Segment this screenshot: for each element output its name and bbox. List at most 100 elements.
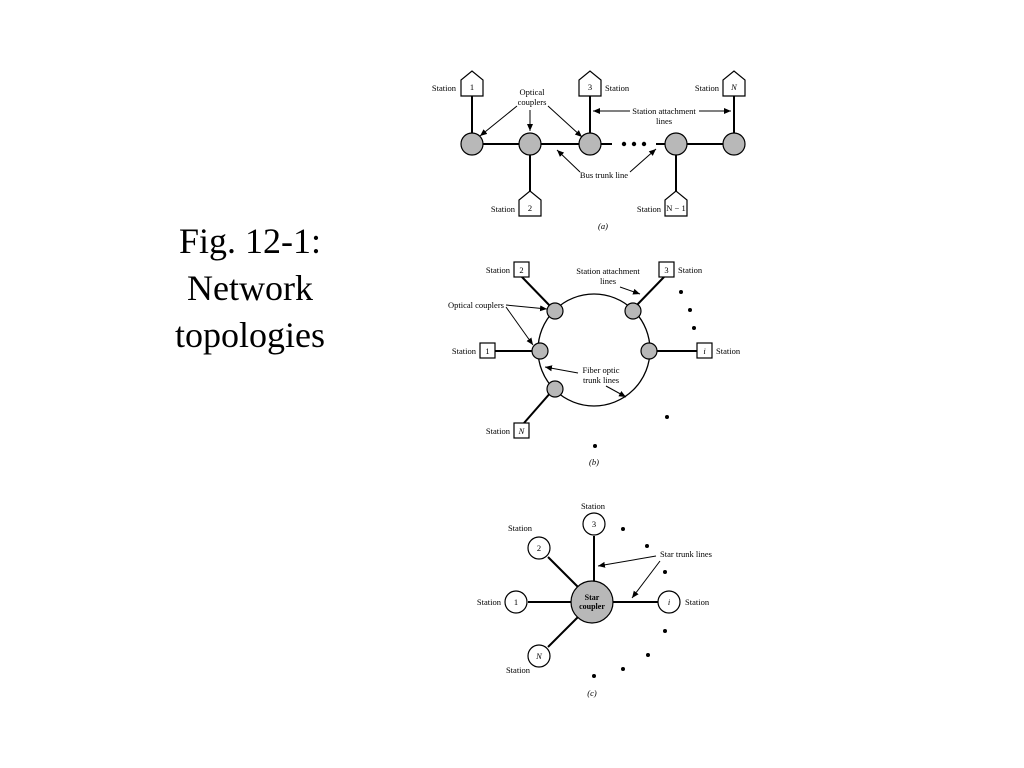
title-line-2: Network bbox=[187, 268, 313, 308]
ellipsis-dot bbox=[679, 290, 683, 294]
pointer-arrow bbox=[605, 385, 627, 398]
ellipsis-dot bbox=[646, 653, 650, 657]
ellipsis-dot bbox=[641, 141, 647, 147]
title-line-1: Fig. 12-1: bbox=[178, 221, 321, 261]
station-box bbox=[518, 190, 542, 217]
ellipsis-dot bbox=[663, 570, 667, 574]
star-coupler bbox=[570, 580, 614, 624]
station-number: N bbox=[518, 426, 526, 436]
station-box bbox=[479, 342, 496, 359]
station-number: 1 bbox=[485, 346, 489, 356]
station-label: Station bbox=[508, 523, 533, 533]
attachment-line bbox=[523, 390, 553, 424]
station-label: Station bbox=[506, 665, 531, 675]
station-label: Station bbox=[491, 204, 516, 214]
caption-b: (b) bbox=[589, 457, 599, 467]
optical-coupler bbox=[664, 132, 688, 156]
ellipsis-dot bbox=[621, 141, 627, 147]
ellipsis-dot bbox=[665, 415, 669, 419]
pointer-arrow bbox=[505, 306, 534, 346]
ellipsis-dot bbox=[645, 544, 649, 548]
station-number: i bbox=[703, 346, 706, 356]
title-line-3: topologies bbox=[175, 315, 325, 355]
station-box bbox=[513, 422, 530, 439]
station-number: 1 bbox=[470, 82, 474, 92]
station-box bbox=[722, 70, 746, 97]
optical-couplers-label: Optical couplers bbox=[448, 300, 504, 310]
ellipsis-dot bbox=[593, 444, 597, 448]
optical-coupler bbox=[722, 132, 746, 156]
station-label: Station bbox=[637, 204, 662, 214]
caption-c: (c) bbox=[587, 688, 597, 698]
trunk-line bbox=[547, 556, 579, 588]
station-node bbox=[527, 536, 551, 560]
trunk-line bbox=[547, 616, 579, 648]
optical-coupler bbox=[518, 132, 542, 156]
station-number: 3 bbox=[664, 265, 668, 275]
station-number: N bbox=[535, 651, 543, 661]
pointer-arrow bbox=[631, 560, 661, 599]
station-number: 2 bbox=[528, 203, 532, 213]
station-box bbox=[696, 342, 713, 359]
ellipsis-dot bbox=[631, 141, 637, 147]
pointer-arrow bbox=[629, 148, 657, 173]
station-box bbox=[513, 261, 530, 278]
pointer-arrow bbox=[544, 365, 579, 374]
station-number: 2 bbox=[519, 265, 523, 275]
station-number: N − 1 bbox=[666, 203, 685, 213]
station-number: N bbox=[730, 82, 738, 92]
pointer-arrow bbox=[505, 304, 548, 312]
station-box bbox=[658, 261, 675, 278]
optical-coupler bbox=[531, 342, 549, 360]
station-label: Station bbox=[685, 597, 710, 607]
attachment-line bbox=[634, 276, 665, 308]
station-label: Station bbox=[581, 501, 606, 511]
optical-coupler bbox=[546, 380, 564, 398]
pointer-arrow bbox=[479, 105, 518, 137]
station-node bbox=[657, 590, 681, 614]
trunk-lines-label: Star trunk lines bbox=[660, 549, 712, 559]
station-label: Station bbox=[716, 346, 741, 356]
station-label: Station bbox=[477, 597, 502, 607]
station-number: 1 bbox=[514, 597, 518, 607]
bus-topology: 1 2 3 N N − 1 Station Station Station St… bbox=[432, 70, 746, 231]
ellipsis-dot bbox=[692, 326, 696, 330]
optical-coupler bbox=[624, 302, 642, 320]
pointer-arrow bbox=[547, 105, 583, 138]
pointer-arrow bbox=[597, 555, 657, 568]
caption-a: (a) bbox=[598, 221, 608, 231]
station-label: Station bbox=[486, 426, 511, 436]
station-label: Station bbox=[678, 265, 703, 275]
ellipsis-dot bbox=[621, 527, 625, 531]
station-number: 3 bbox=[592, 519, 596, 529]
station-label: Station bbox=[452, 346, 477, 356]
station-number: 3 bbox=[588, 82, 592, 92]
ring-topology: 1 2 3 i N Station Station Station Statio… bbox=[448, 261, 741, 467]
station-box bbox=[460, 70, 484, 97]
station-number: 2 bbox=[537, 543, 541, 553]
station-box bbox=[664, 190, 688, 217]
station-label: Station bbox=[432, 83, 457, 93]
pointer-arrow bbox=[556, 149, 581, 173]
attachment-line bbox=[520, 275, 553, 309]
optical-coupler bbox=[578, 132, 602, 156]
slide-title: Fig. 12-1: Network topologies bbox=[150, 218, 350, 359]
station-label: Station bbox=[486, 265, 511, 275]
optical-coupler bbox=[640, 342, 658, 360]
station-label: Station bbox=[605, 83, 630, 93]
optical-coupler bbox=[546, 302, 564, 320]
station-node bbox=[504, 590, 528, 614]
station-box bbox=[578, 70, 602, 97]
station-node bbox=[527, 644, 551, 668]
optical-coupler bbox=[460, 132, 484, 156]
ellipsis-dot bbox=[592, 674, 596, 678]
pointer-arrow bbox=[619, 286, 641, 295]
station-node bbox=[582, 512, 606, 536]
